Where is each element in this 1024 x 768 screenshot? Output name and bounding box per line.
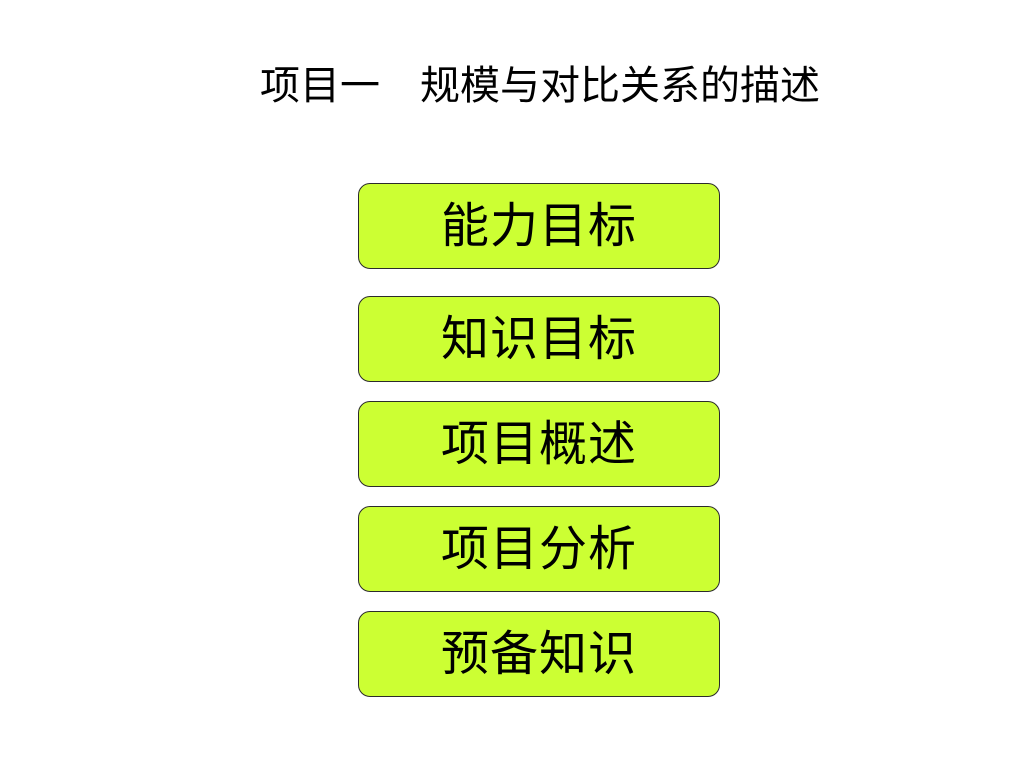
button-label: 项目分析 xyxy=(440,521,637,577)
button-label: 项目概述 xyxy=(440,416,637,472)
knowledge-goals-button[interactable]: 知识目标 xyxy=(358,296,720,382)
navigation-menu: 能力目标 知识目标 项目概述 项目分析 预备知识 xyxy=(358,0,722,768)
ability-goals-button[interactable]: 能力目标 xyxy=(358,183,720,269)
page-title: 项目一 规模与对比关系的描述 xyxy=(260,63,820,109)
preparatory-knowledge-button[interactable]: 预备知识 xyxy=(358,611,720,697)
button-label: 知识目标 xyxy=(440,311,637,367)
project-overview-button[interactable]: 项目概述 xyxy=(358,401,720,487)
button-label: 预备知识 xyxy=(440,626,637,682)
project-analysis-button[interactable]: 项目分析 xyxy=(358,506,720,592)
button-label: 能力目标 xyxy=(440,198,637,254)
